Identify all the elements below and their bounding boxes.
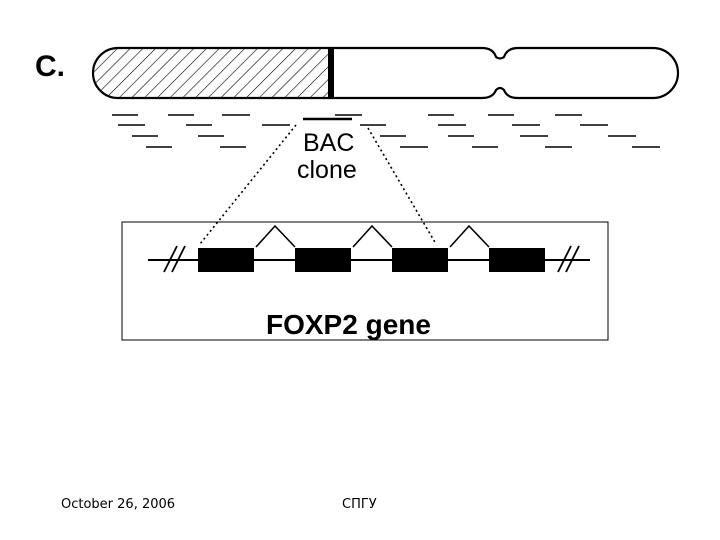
intron-splices — [255, 224, 490, 248]
bac-marker-band — [328, 48, 334, 98]
bac-label-line1: BAC — [303, 129, 354, 157]
hatched-region — [94, 48, 330, 98]
zoom-lines — [199, 124, 437, 245]
footer-date: October 26, 2006 — [61, 497, 176, 512]
footer-organization: СПГУ — [342, 497, 377, 512]
exon — [198, 248, 254, 272]
gene-structure — [148, 224, 590, 273]
panel-label: C. — [35, 50, 65, 83]
gene-box — [121, 221, 609, 341]
exon — [489, 248, 545, 272]
gene-label: FOXP2 gene — [266, 309, 431, 340]
chromosome — [91, 46, 680, 100]
exon — [295, 248, 351, 272]
bac-clone-dashes — [112, 114, 660, 148]
exon — [392, 248, 448, 272]
bac-label-line2: clone — [297, 156, 357, 184]
break-mark-right — [557, 245, 580, 273]
break-mark-left — [163, 245, 186, 273]
